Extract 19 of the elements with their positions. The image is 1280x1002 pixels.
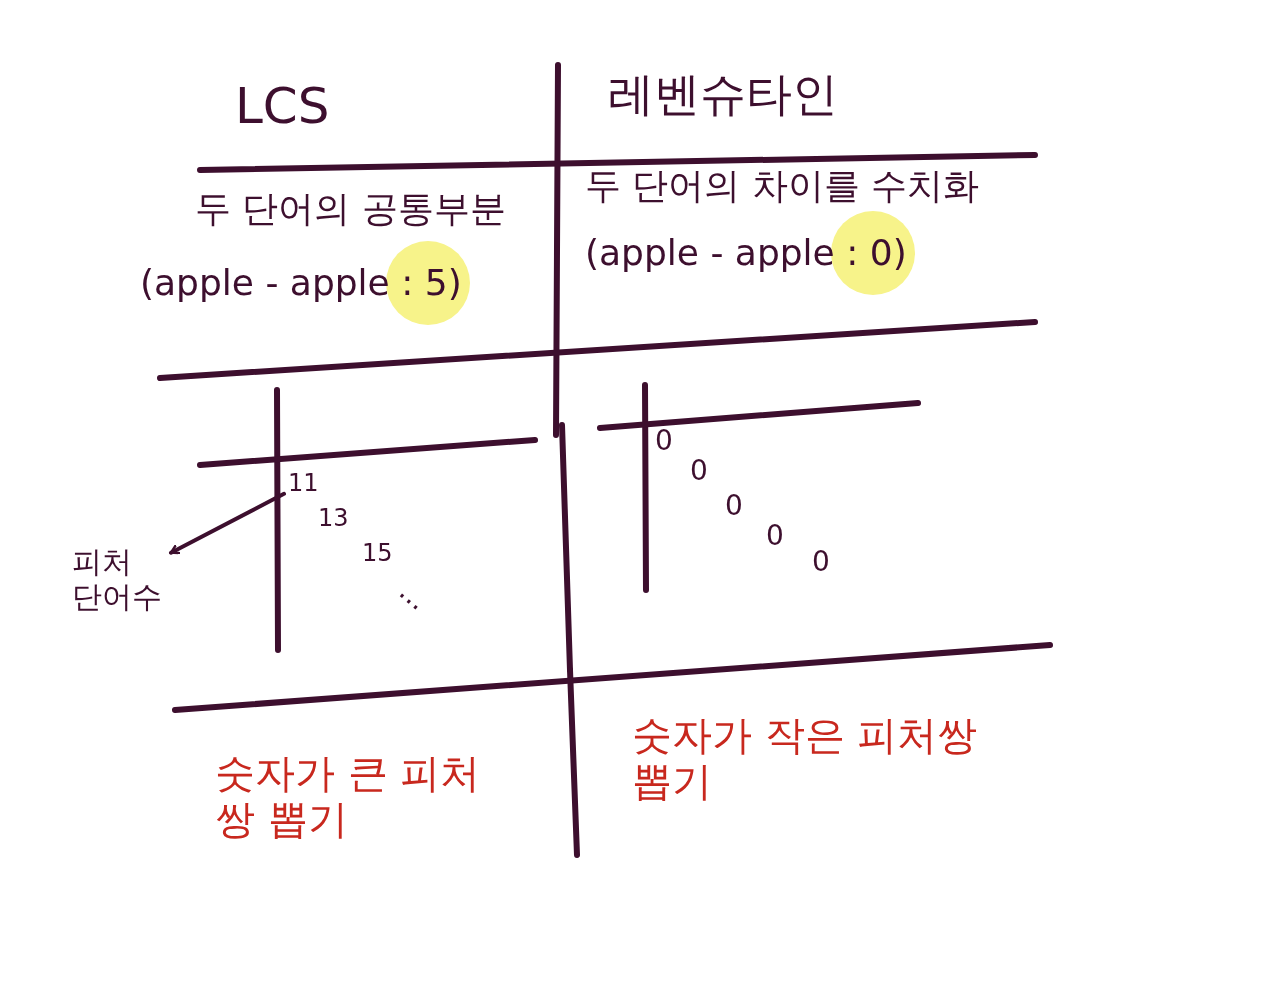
matrix-value: 13: [318, 505, 349, 533]
description-text: 두 단어의 차이를 수치화: [585, 165, 980, 207]
result-text: 숫자가 큰 피처쌍 뽑기: [215, 750, 482, 842]
example-text: (apple - apple : 0): [585, 232, 907, 274]
description-text: 두 단어의 공통부분: [195, 188, 506, 230]
matrix-value: 0: [655, 425, 673, 458]
matrix-value: 0: [812, 546, 830, 579]
matrix-value: 0: [690, 455, 708, 488]
result-text: 숫자가 작은 피처쌍 뽑기: [632, 712, 979, 804]
matrix-value: 0: [725, 490, 743, 523]
annotation-text: 피처 단어수: [72, 545, 167, 614]
matrix-value: 15: [362, 540, 393, 568]
column-heading: LCS: [235, 78, 330, 136]
matrix-value: 0: [766, 520, 784, 553]
ellipsis: ...: [392, 575, 434, 617]
example-text: (apple - apple : 5): [140, 262, 462, 304]
arrow: [169, 491, 286, 555]
matrix-value: 11: [288, 470, 319, 498]
column-heading: 레벤슈타인: [608, 68, 838, 121]
